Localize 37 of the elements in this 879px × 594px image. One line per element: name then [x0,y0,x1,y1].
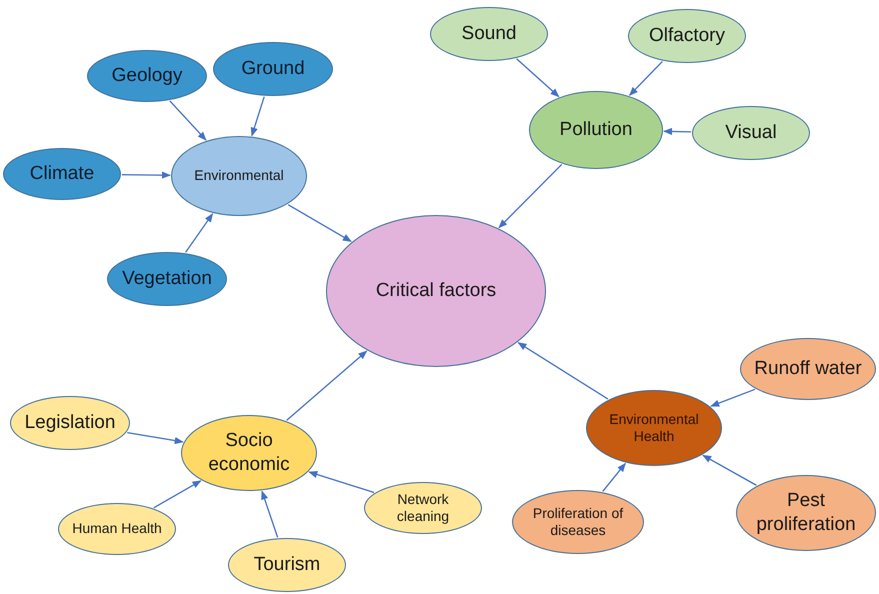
node-label: Legislation [24,411,116,435]
node-label: Geology [112,64,182,88]
node-label: Climate [30,162,94,186]
node-label: Ground [241,57,305,81]
arrow [628,60,663,96]
node-label: Network cleaning [396,490,450,526]
node-label: Environmental Health [608,410,700,446]
arrow [169,100,207,141]
node-label: Runoff water [754,357,862,381]
arrow [288,204,352,242]
arrow [517,342,608,400]
node-label: Pest proliferation [755,489,857,537]
node-label: Human Health [72,520,162,538]
node-label: Sound [462,22,516,46]
arrow [702,454,757,486]
arrow [498,164,562,228]
node-label: Vegetation [122,267,212,291]
arrow [185,213,214,253]
arrow [250,96,265,137]
node-label: Tourism [254,553,320,577]
node-label: Socio economic [207,429,291,477]
arrow [516,58,560,98]
node-label: Visual [725,121,777,145]
arrow [122,172,171,179]
arrow [663,128,692,136]
arrow [602,462,626,492]
node-label: Critical factors [376,279,496,303]
node-label: Olfactory [648,24,726,48]
arrow [308,471,374,494]
arrow [710,388,756,407]
arrow [286,350,368,421]
arrow [153,480,202,508]
arrow [261,490,278,538]
node-label: Pollution [560,118,632,142]
node-label: Proliferation of diseases [532,504,624,540]
node-label: Environmental [194,167,284,185]
arrow [127,432,184,444]
